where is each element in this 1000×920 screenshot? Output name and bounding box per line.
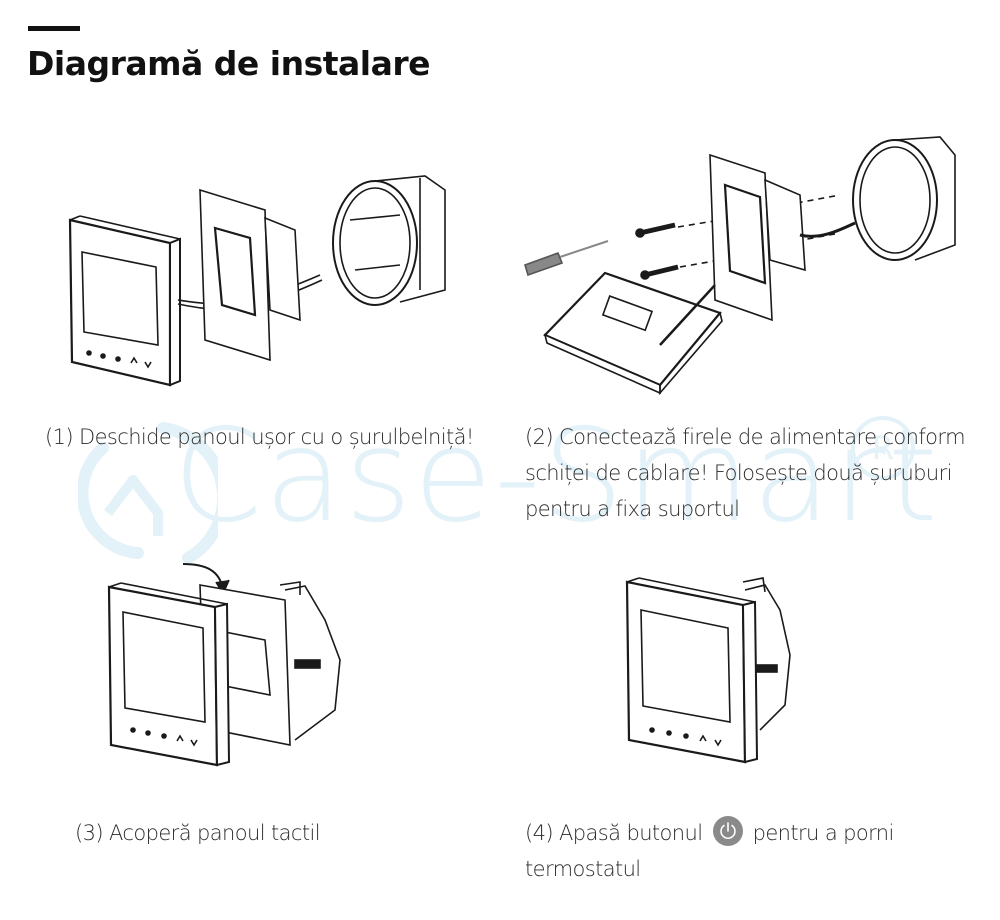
- mounting-plate: [199, 188, 301, 362]
- step-3-illustration: [107, 563, 341, 767]
- step-4-illustration: [625, 577, 791, 764]
- step-4-caption-start: (4) Apasă butonul: [525, 821, 703, 845]
- thermostat-panel: [68, 215, 181, 387]
- step-3-caption: (3) Acoperă panoul tactil: [75, 821, 321, 845]
- mounting-plate: [709, 153, 806, 322]
- step-2-illustration: [524, 136, 956, 396]
- step-2-caption: (2) Conectează firele de alimentare conf…: [525, 425, 966, 521]
- step-1-caption: (1) Deschide panoul ușor cu o șurulbelni…: [45, 425, 474, 449]
- thermostat-panel: [107, 582, 231, 767]
- title-accent-bar: [28, 26, 80, 31]
- step-1-illustration: [68, 175, 446, 387]
- page-title: Diagramă de instalare: [27, 44, 431, 83]
- thermostat-assembled: [625, 577, 759, 764]
- back-cover: [543, 271, 723, 396]
- wall-box: [852, 136, 956, 261]
- step-4-caption: (4) Apasă butonul pentru a porni termost…: [525, 815, 975, 887]
- wall-box: [332, 175, 446, 306]
- base-unit: [742, 577, 791, 731]
- power-icon: [712, 816, 743, 846]
- step-4-caption-end: pentru a porni termostatul: [525, 821, 894, 881]
- screws: [635, 222, 679, 280]
- screwdriver: [524, 240, 609, 277]
